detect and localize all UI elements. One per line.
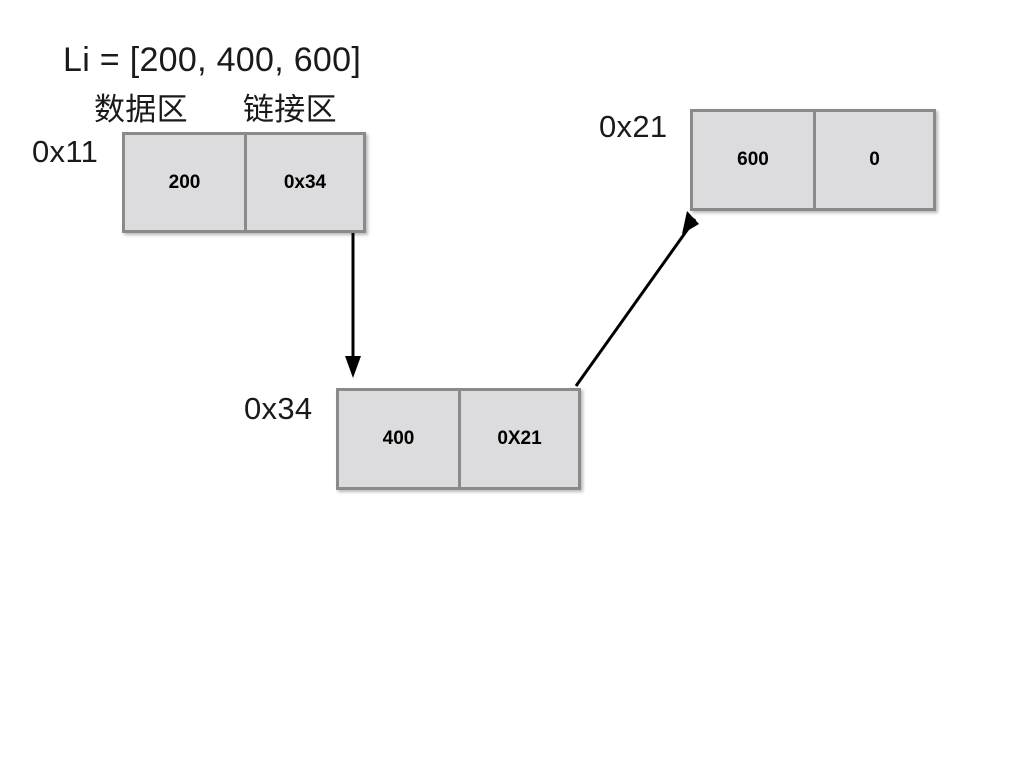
- node-2-data-cell: 400: [336, 388, 459, 490]
- node-2-link-cell: 0X21: [459, 388, 581, 490]
- node-address-label-2: 0x34: [244, 391, 313, 426]
- column-header-link-area: 链接区: [243, 92, 337, 127]
- list-node-2: 400 0X21: [336, 388, 581, 490]
- list-definition-label: Li = [200, 400, 600]: [63, 41, 362, 79]
- arrow-node1-to-node2: [345, 233, 361, 378]
- list-node-3: 600 0: [690, 109, 936, 211]
- list-node-1: 200 0x34: [122, 132, 366, 233]
- node-3-link-cell: 0: [814, 109, 936, 211]
- arrow-node2-to-node3: [574, 211, 699, 387]
- node-1-data-cell: 200: [122, 132, 245, 233]
- node-1-link-cell: 0x34: [245, 132, 366, 233]
- node-address-label-3: 0x21: [599, 109, 668, 144]
- node-3-data-cell: 600: [690, 109, 814, 211]
- node-address-label-1: 0x11: [32, 134, 99, 169]
- column-header-data-area: 数据区: [94, 92, 188, 127]
